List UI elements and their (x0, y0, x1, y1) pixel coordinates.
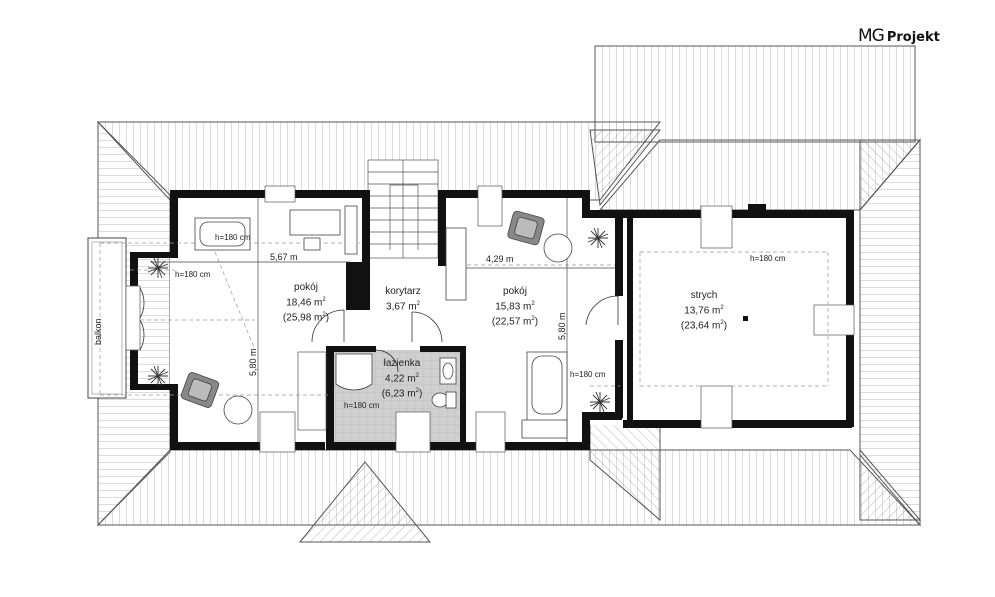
room-name: pokój (503, 286, 527, 297)
room-floor-area: (25,98 m2) (282, 312, 330, 324)
room-label-lazienka: łazienka 4,22 m2 (6,23 m2) (382, 358, 423, 401)
balcony (87, 237, 127, 399)
room-area: 3,67 m2 (386, 301, 420, 313)
height-note-2: h=180 cm (175, 270, 211, 279)
room-label-korytarz: korytarz 3,67 m2 (385, 286, 421, 313)
doors (139, 287, 619, 373)
plant-icon-3 (587, 227, 609, 249)
brand-mg: MG (858, 26, 885, 46)
height-note-3: h=180 cm (750, 254, 786, 263)
chimney-marker (743, 316, 748, 321)
dim-right-height: 5,80 m (557, 312, 567, 340)
dim-right-width: 4,29 m (486, 254, 514, 264)
shelf-left (344, 205, 358, 255)
desk-left (289, 209, 341, 236)
room-name: korytarz (385, 286, 421, 297)
room-name: łazienka (383, 358, 421, 369)
plant-icon-4 (589, 391, 611, 413)
shower (335, 353, 373, 391)
armchair-icon-left (180, 372, 220, 408)
walls (130, 190, 854, 450)
dimension-lines (150, 198, 615, 442)
staircase (367, 159, 439, 259)
furniture (180, 205, 573, 439)
plants (147, 227, 611, 413)
round-table-right (543, 233, 573, 263)
armchair-icon-right (507, 210, 545, 246)
round-table-left (223, 395, 253, 425)
room-name: pokój (294, 282, 318, 293)
room-floor-area: (6,23 m2) (381, 388, 423, 400)
plant-icon-1 (147, 257, 169, 279)
room-label-pokoj-right: pokój 15,83 m2 (22,57 m2) (492, 286, 538, 329)
room-area: 13,76 m2 (684, 305, 724, 317)
height-note-5: h=180 cm (344, 401, 380, 410)
room-label-pokoj-left: pokój 18,46 m2 (25,98 m2) (283, 282, 329, 325)
height-note-4: h=180 cm (570, 370, 606, 379)
windows (125, 185, 855, 453)
room-area: 15,83 m2 (495, 301, 535, 313)
roof (96, 45, 922, 543)
dim-left-width: 5,67 m (270, 252, 298, 262)
dim-left-height: 5,80 m (248, 348, 258, 376)
height-note-1: h=180 cm (215, 233, 251, 242)
room-label-strych: strych 13,76 m2 (23,64 m2) (681, 290, 727, 333)
plant-icon-2 (147, 365, 169, 387)
label-balkon: balkon (93, 318, 103, 345)
room-area: 18,46 m2 (286, 297, 326, 309)
brand-projekt: Projekt (886, 30, 940, 45)
room-area: 4,22 m2 (385, 373, 419, 385)
room-floor-area: (22,57 m2) (491, 316, 539, 328)
room-floor-area: (23,64 m2) (680, 320, 728, 332)
room-name: strych (690, 290, 718, 301)
wardrobe-right (445, 227, 467, 301)
